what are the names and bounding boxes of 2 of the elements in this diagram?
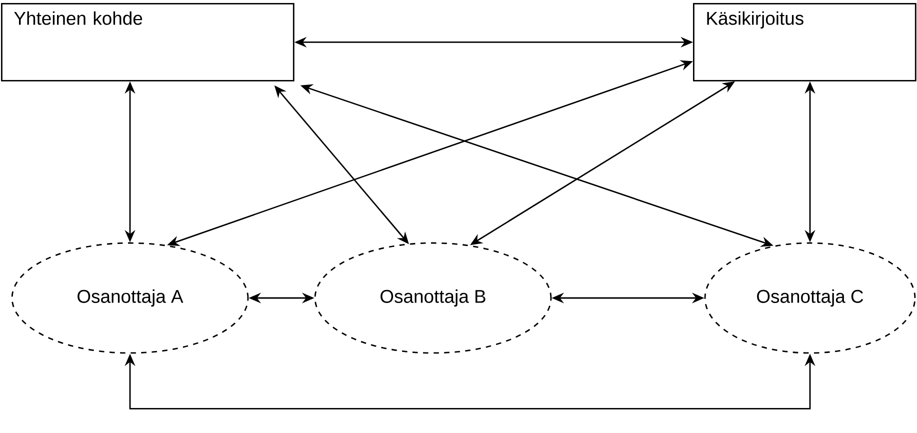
- process-box: Käsikirjoitus: [693, 3, 916, 82]
- process-box: Yhteinen kohde: [1, 3, 294, 82]
